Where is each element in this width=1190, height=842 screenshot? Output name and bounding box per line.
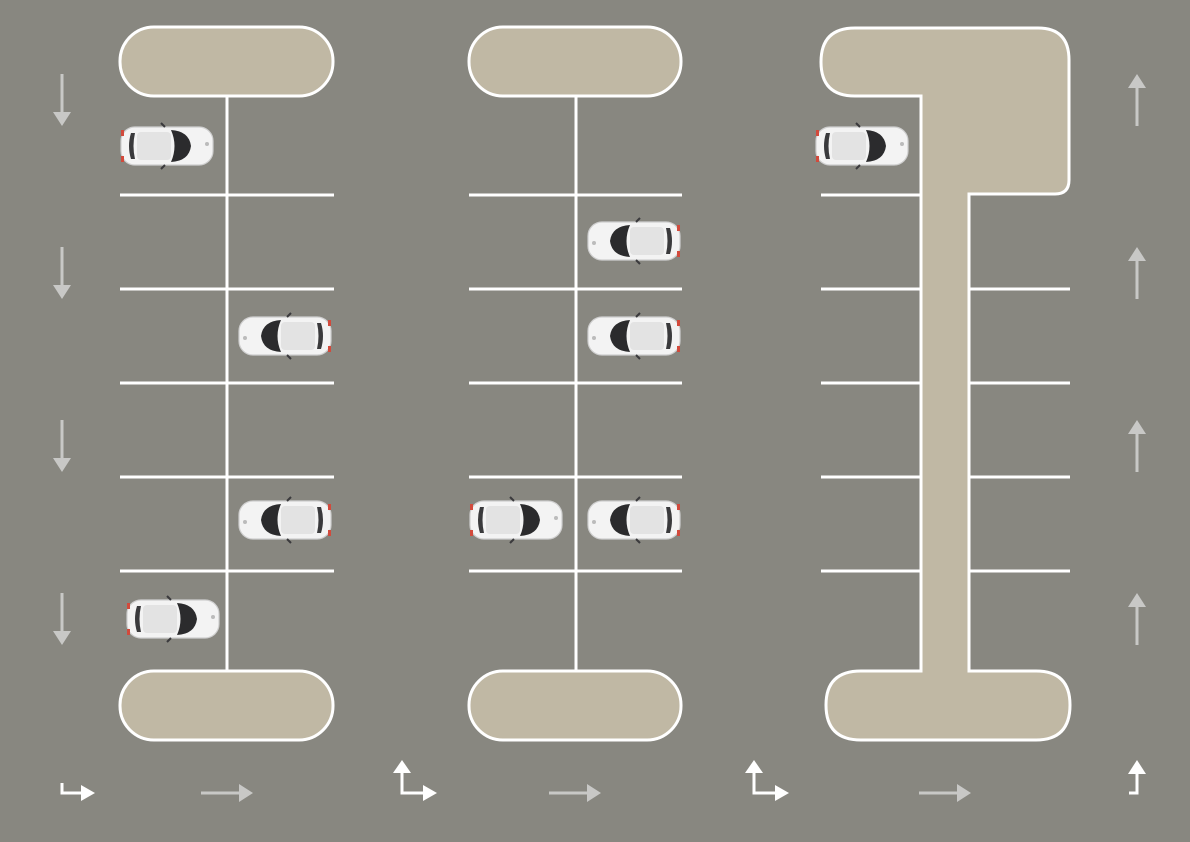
arrow-shaft	[1129, 772, 1139, 795]
arrow-down-icon	[53, 74, 71, 126]
arrow-shaft	[60, 783, 84, 795]
arrow-shaft	[400, 772, 426, 795]
island-bottom	[467, 669, 683, 742]
arrow-head	[423, 785, 437, 801]
parked-car	[120, 122, 214, 170]
arrow-up-icon	[1128, 420, 1146, 472]
arrow-head	[81, 785, 95, 801]
arrow-head	[775, 785, 789, 801]
parked-car	[587, 312, 681, 360]
parking-row-1	[118, 25, 335, 742]
turn-up-arrow-icon	[1128, 760, 1146, 795]
arrow-head	[53, 458, 71, 472]
arrow-head	[393, 760, 411, 773]
island-t-shape	[819, 26, 1072, 742]
arrow-head	[957, 784, 971, 802]
arrow-down-icon	[53, 247, 71, 299]
arrow-down-icon	[53, 420, 71, 472]
arrow-up-icon	[1128, 74, 1146, 126]
arrow-head	[1128, 593, 1146, 607]
up-right-arrow-icon	[393, 760, 437, 801]
arrow-up-icon	[1128, 247, 1146, 299]
arrow-head	[239, 784, 253, 802]
arrow-head	[1128, 760, 1146, 774]
arrow-head	[1128, 247, 1146, 261]
arrow-head	[745, 760, 763, 773]
parked-car	[587, 496, 681, 544]
parked-car	[238, 312, 332, 360]
parked-car	[815, 122, 909, 170]
island-top	[118, 25, 335, 98]
parking-row-3	[819, 26, 1072, 742]
turn-right-arrow-icon	[60, 783, 95, 801]
island-top	[467, 25, 683, 98]
island-bottom	[118, 669, 335, 742]
arrow-right-icon	[549, 784, 601, 802]
arrow-head	[53, 112, 71, 126]
arrow-right-icon	[201, 784, 253, 802]
parked-car	[238, 496, 332, 544]
arrow-head	[587, 784, 601, 802]
arrow-head	[1128, 420, 1146, 434]
arrow-shaft	[752, 772, 778, 795]
arrow-down-icon	[53, 593, 71, 645]
parked-car	[587, 217, 681, 265]
arrow-up-icon	[1128, 593, 1146, 645]
arrow-head	[1128, 74, 1146, 88]
arrow-right-icon	[919, 784, 971, 802]
parked-car	[469, 496, 563, 544]
parking-row-2	[467, 25, 683, 742]
up-right-arrow-icon	[745, 760, 789, 801]
parked-car	[126, 595, 220, 643]
arrow-head	[53, 285, 71, 299]
arrow-head	[53, 631, 71, 645]
